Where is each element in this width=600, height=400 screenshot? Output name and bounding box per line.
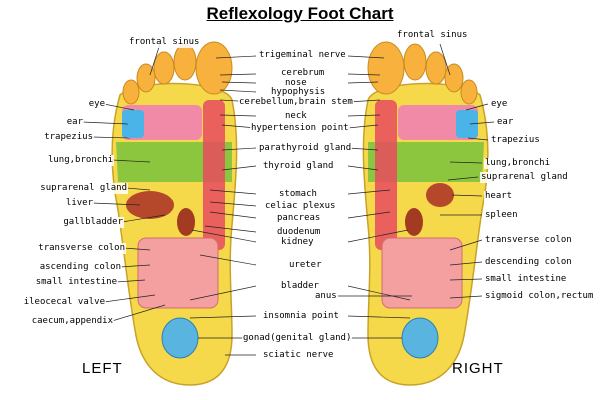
left-toe-5 bbox=[122, 79, 140, 105]
label-small-intestine-right: small intestine bbox=[484, 274, 568, 285]
right-toe-2 bbox=[403, 43, 427, 81]
left-kidney bbox=[177, 208, 195, 236]
label-sciatic-nerve: sciatic nerve bbox=[262, 350, 335, 361]
label-suprarenal-gland-left: suprarenal gland bbox=[18, 183, 128, 194]
right-intestine bbox=[381, 237, 463, 309]
label-duodenum: duodenum bbox=[276, 227, 322, 238]
label-cerebrum: cerebrum bbox=[280, 68, 326, 79]
label-parathyroid-gland: parathyroid gland bbox=[258, 143, 353, 154]
label-cerebellum-brain-stem: cerebellum,brain stem bbox=[238, 97, 354, 108]
label-transverse-colon-left: transverse colon bbox=[20, 243, 126, 254]
right-spine-zone bbox=[375, 100, 397, 250]
left-foot bbox=[111, 41, 238, 386]
left-ear-zone bbox=[122, 110, 144, 138]
right-ear-zone bbox=[456, 110, 478, 138]
label-anus: anus bbox=[314, 291, 338, 302]
label-ileocecal-valve: ileocecal valve bbox=[14, 297, 106, 308]
label-celiac-plexus: celiac plexus bbox=[264, 201, 337, 212]
right-big-toe bbox=[367, 41, 405, 95]
label-spleen: spleen bbox=[484, 210, 519, 221]
label-descending-colon: descending colon bbox=[484, 257, 573, 268]
label-lung-bronchi-left: lung,bronchi bbox=[36, 155, 114, 166]
left-toe-2 bbox=[173, 43, 197, 81]
label-eye-right: eye bbox=[490, 99, 509, 110]
label-heart: heart bbox=[484, 191, 514, 202]
label-hypertension-point: hypertension point bbox=[250, 123, 350, 134]
left-liver bbox=[126, 191, 174, 219]
label-nose: nose bbox=[284, 78, 308, 89]
label-stomach: stomach bbox=[278, 189, 318, 200]
leader-lines bbox=[81, 43, 495, 356]
left-foot-caption: LEFT bbox=[82, 360, 123, 377]
label-gonad: gonad(genital gland) bbox=[242, 333, 353, 344]
label-lung-bronchi-right: lung,bronchi bbox=[484, 158, 552, 169]
right-heart bbox=[426, 183, 454, 207]
label-trigeminal-nerve: trigeminal nerve bbox=[258, 50, 347, 61]
label-suprarenal-gland-right: suprarenal gland bbox=[480, 172, 569, 183]
label-bladder: bladder bbox=[280, 281, 320, 292]
right-foot bbox=[362, 41, 489, 386]
label-ear-left: ear bbox=[56, 117, 84, 128]
label-liver: liver bbox=[56, 198, 94, 209]
right-toe-3 bbox=[425, 51, 447, 85]
chart-title: Reflexology Foot Chart bbox=[206, 4, 394, 23]
label-sigmoid-colon-rectum: sigmoid colon,rectum bbox=[484, 291, 595, 302]
label-transverse-colon-right: transverse colon bbox=[484, 235, 573, 246]
left-spine-zone bbox=[203, 100, 225, 250]
label-ascending-colon: ascending colon bbox=[20, 262, 122, 273]
label-trapezius-right: trapezius bbox=[490, 135, 541, 146]
right-toe-5 bbox=[460, 79, 478, 105]
right-heel-gonad bbox=[401, 317, 439, 359]
label-hypophysis: hypophysis bbox=[270, 87, 327, 98]
right-kidney bbox=[405, 208, 423, 236]
label-neck: neck bbox=[284, 111, 308, 122]
left-toe-4 bbox=[136, 63, 156, 93]
left-heel-gonad bbox=[161, 317, 199, 359]
label-ear-right: ear bbox=[496, 117, 515, 128]
label-eye-left: eye bbox=[80, 99, 106, 110]
label-ureter: ureter bbox=[288, 260, 323, 271]
label-frontal-sinus-left: frontal sinus bbox=[128, 37, 201, 48]
right-foot-caption: RIGHT bbox=[452, 360, 504, 377]
label-insomnia-point: insomnia point bbox=[262, 311, 340, 322]
label-caecum-appendix: caecum,appendix bbox=[10, 316, 114, 327]
left-big-toe bbox=[195, 41, 233, 95]
label-trapezius-left: trapezius bbox=[34, 132, 94, 143]
label-frontal-sinus-right: frontal sinus bbox=[396, 30, 469, 41]
left-toe-3 bbox=[153, 51, 175, 85]
label-pancreas: pancreas bbox=[276, 213, 322, 224]
left-intestine bbox=[137, 237, 219, 309]
label-small-intestine-left: small intestine bbox=[20, 277, 118, 288]
label-gallbladder: gallbladder bbox=[44, 217, 124, 228]
label-kidney: kidney bbox=[280, 237, 315, 248]
label-thyroid-gland: thyroid gland bbox=[262, 161, 335, 172]
right-toe-4 bbox=[444, 63, 464, 93]
